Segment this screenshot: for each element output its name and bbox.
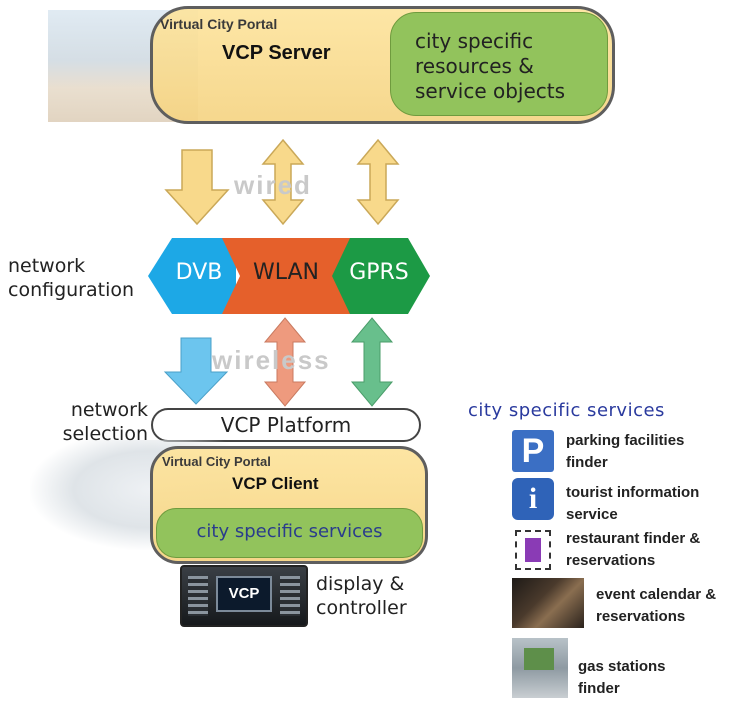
service-restaurant-line-1: restaurant finder &	[566, 530, 701, 547]
info-icon: i	[512, 478, 554, 520]
services-panel-title: city specific services	[468, 400, 665, 421]
client-portal-label: Virtual City Portal	[162, 454, 271, 469]
dvb-segment	[148, 238, 236, 314]
wlan-label: WLAN	[252, 260, 320, 285]
display-controller-line-2: controller	[316, 597, 407, 619]
gas-station-photo-icon	[512, 638, 568, 698]
service-restaurant-line-2: reservations	[566, 552, 656, 569]
client-title: VCP Client	[232, 474, 319, 493]
server-resources-box: city specific resources & service object…	[390, 12, 608, 116]
server-resources-line-1: city specific	[415, 29, 534, 53]
service-gas-line-1: gas stations	[578, 658, 666, 675]
display-controller-line-1: display &	[316, 573, 405, 595]
wired-bidirectional-arrow-1	[261, 138, 305, 226]
service-parking-line-1: parking facilities	[566, 432, 685, 449]
service-parking-label: parking facilities finder	[566, 430, 684, 474]
network-selection-line-1: network	[70, 399, 148, 421]
network-selection-label: network selection	[58, 398, 148, 446]
gprs-segment	[332, 238, 430, 314]
wired-label: wired	[234, 170, 312, 200]
wired-down-arrow	[164, 149, 230, 226]
dvb-label: DVB	[175, 260, 223, 285]
event-photo-icon	[512, 578, 584, 628]
wlan-segment	[222, 238, 352, 314]
service-tourist-line-2: service	[566, 506, 618, 523]
service-tourist-line-1: tourist information	[566, 484, 700, 501]
wired-bidirectional-arrow-2	[356, 138, 400, 226]
display-controller-label: display & controller	[316, 572, 407, 620]
server-resources-line-3: service objects	[415, 79, 566, 103]
service-gas-label: gas stations finder	[578, 656, 666, 700]
gas-station-sign	[524, 648, 554, 670]
service-restaurant-label: restaurant finder & reservations	[566, 528, 700, 572]
service-gas-line-2: finder	[578, 680, 620, 697]
restaurant-figure	[525, 538, 541, 562]
network-configuration-label: network configuration	[8, 254, 134, 302]
gprs-label: GPRS	[349, 260, 409, 285]
wireless-label: wireless	[212, 345, 331, 375]
display-screen: VCP	[216, 576, 272, 612]
device-right-buttons	[280, 576, 300, 616]
wireless-bidirectional-arrow-1	[263, 317, 307, 407]
device-left-buttons	[188, 576, 208, 616]
network-selection-line-2: selection	[62, 423, 148, 445]
network-configuration-line-1: network	[8, 255, 86, 277]
restaurant-icon	[515, 530, 551, 570]
vcp-platform-bar: VCP Platform	[151, 408, 421, 442]
service-event-line-1: event calendar &	[596, 586, 717, 603]
service-parking-line-2: finder	[566, 454, 608, 471]
client-services-box: city specific services	[156, 508, 423, 558]
wireless-down-arrow	[163, 337, 229, 405]
service-tourist-label: tourist information service	[566, 482, 699, 526]
server-resources-line-2: resources &	[415, 54, 534, 78]
server-title: VCP Server	[222, 42, 331, 64]
network-configuration-line-2: configuration	[8, 279, 135, 301]
service-event-label: event calendar & reservations	[596, 584, 716, 628]
service-event-line-2: reservations	[596, 608, 686, 625]
parking-icon: P	[512, 430, 554, 472]
wireless-bidirectional-arrow-2	[350, 317, 394, 407]
server-portal-label: Virtual City Portal	[160, 16, 278, 32]
